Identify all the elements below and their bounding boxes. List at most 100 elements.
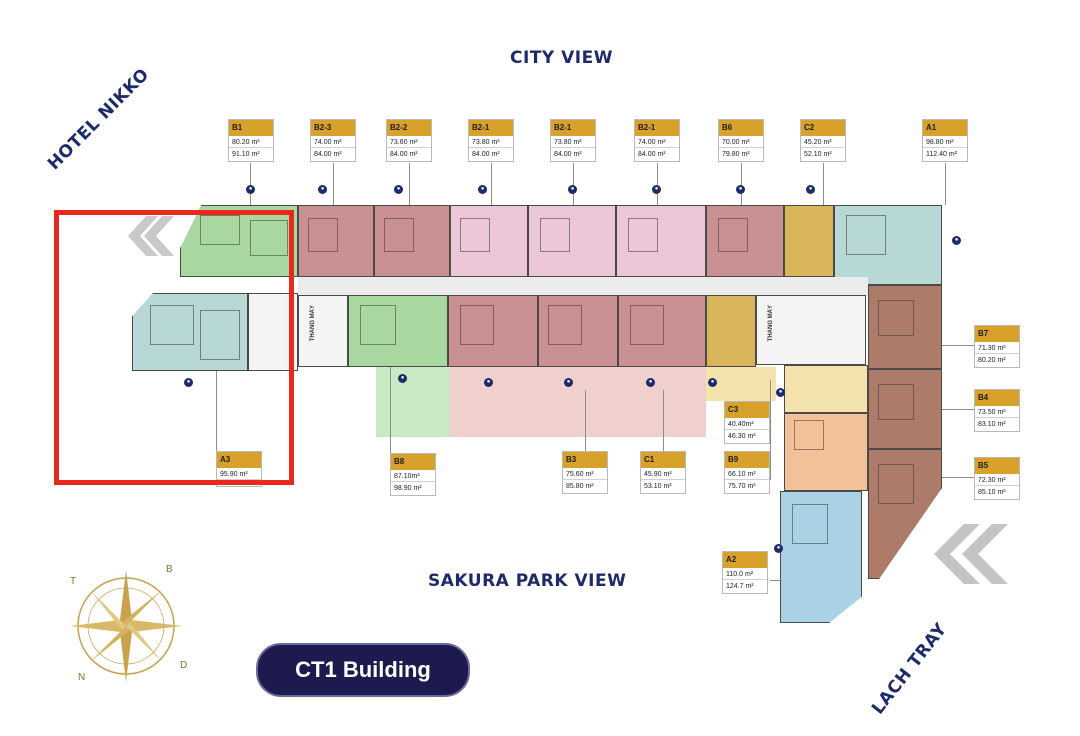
highlight-frame <box>54 210 294 485</box>
wall <box>460 218 490 252</box>
door-icon: ● <box>398 374 407 383</box>
door-icon: ● <box>484 378 493 387</box>
unit-b2-2-plan[interactable] <box>374 205 450 277</box>
lift-label-left: THANG MÁY <box>310 305 316 342</box>
unit-c3-plan[interactable] <box>784 365 868 413</box>
leader-line <box>216 371 217 451</box>
unit-b7-plan[interactable] <box>868 285 942 369</box>
unit-b4-plan[interactable] <box>868 369 942 449</box>
wall <box>878 384 914 420</box>
leader-line <box>585 390 586 451</box>
unit-a2-plan[interactable] <box>780 491 862 623</box>
door-icon: ● <box>652 185 661 194</box>
door-icon: ● <box>184 378 193 387</box>
wall <box>200 215 240 245</box>
wall <box>718 218 748 252</box>
wall <box>548 305 582 345</box>
compass-letter-b: B <box>166 564 173 575</box>
lach-tray-label: LACH TRAY <box>868 619 952 719</box>
leader-line <box>333 163 334 205</box>
compass-letter-d: D <box>180 660 188 671</box>
leader-line <box>663 390 664 451</box>
unit-b2-3-plan[interactable] <box>298 205 374 277</box>
hotel-nikko-label: HOTEL NIKKO <box>44 64 154 175</box>
chevron-left-icon <box>128 216 174 256</box>
unit-b9-plan[interactable] <box>706 295 756 367</box>
wall <box>384 218 414 252</box>
sakura-park-view-label: SAKURA PARK VIEW <box>428 571 627 591</box>
door-icon: ● <box>246 185 255 194</box>
door-icon: ● <box>568 185 577 194</box>
building-name-badge: CT1 Building <box>256 643 470 697</box>
door-icon: ● <box>564 378 573 387</box>
unit-a1-plan[interactable] <box>834 205 942 285</box>
door-icon: ● <box>774 544 783 553</box>
unit-b3b-plan[interactable] <box>538 295 618 367</box>
door-icon: ● <box>776 388 785 397</box>
wall <box>630 305 664 345</box>
wall <box>150 305 194 345</box>
door-icon: ● <box>708 378 717 387</box>
wall <box>846 215 886 255</box>
compass-rose-icon <box>70 570 182 682</box>
leader-line <box>390 367 391 453</box>
door-icon: ● <box>806 185 815 194</box>
leader-line <box>770 380 771 480</box>
door-icon: ● <box>318 185 327 194</box>
unit-b2-1b-plan[interactable] <box>528 205 616 277</box>
leader-line <box>741 163 742 205</box>
unit-b2-1c-plan[interactable] <box>616 205 706 277</box>
unit-a3-plan[interactable] <box>132 293 248 371</box>
wall <box>460 305 494 345</box>
door-icon: ● <box>952 236 961 245</box>
leader-line <box>942 409 974 410</box>
leader-line <box>657 163 658 205</box>
wall <box>628 218 658 252</box>
balcony-c3 <box>706 367 776 401</box>
lift-label-right: THANG MÁY <box>768 305 774 342</box>
door-icon: ● <box>394 185 403 194</box>
wall <box>794 420 824 450</box>
wall <box>878 464 914 504</box>
leader-line <box>823 163 824 205</box>
wall <box>360 305 396 345</box>
wall <box>308 218 338 252</box>
leader-line <box>573 163 574 205</box>
leader-line <box>942 345 974 346</box>
unit-c2-plan[interactable] <box>784 205 834 277</box>
unit-b6-plan[interactable] <box>706 205 784 277</box>
wall <box>878 300 914 336</box>
wall <box>792 504 828 544</box>
unit-peach-plan[interactable] <box>784 413 868 491</box>
wall <box>200 310 240 360</box>
leader-line <box>945 163 946 205</box>
door-icon: ● <box>736 185 745 194</box>
door-icon: ● <box>646 378 655 387</box>
leader-line <box>250 163 251 205</box>
balcony-b8 <box>376 367 450 437</box>
door-icon: ● <box>478 185 487 194</box>
chevron-right-icon <box>934 524 1008 584</box>
leader-line <box>942 477 974 478</box>
lift-core-right <box>756 295 866 365</box>
unit-c1-plan[interactable] <box>618 295 706 367</box>
unit-b8-plan[interactable] <box>348 295 448 367</box>
